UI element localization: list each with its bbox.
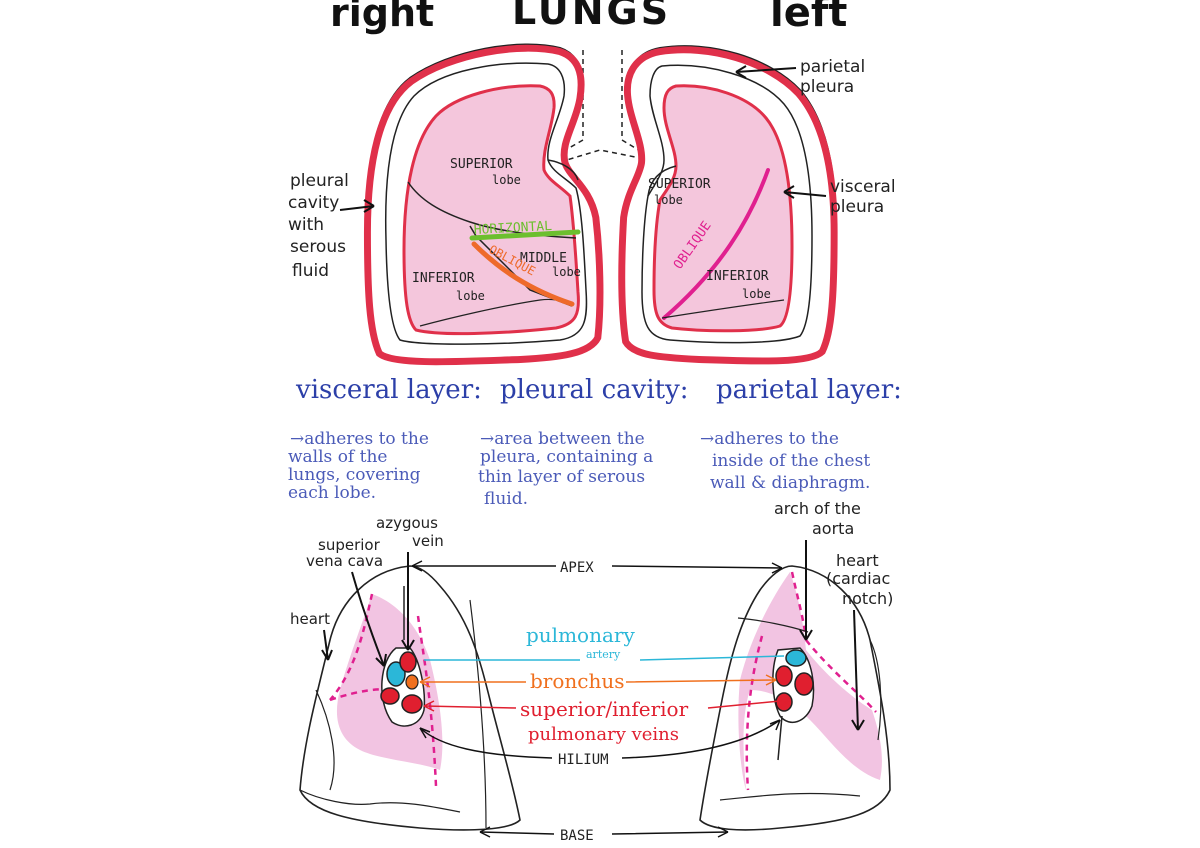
veins-label-1: superior/inferior: [520, 697, 689, 721]
definition-parietal: parietal layer: →adheres to the inside o…: [700, 375, 902, 493]
base-label: BASE: [560, 828, 594, 844]
right-lung-medial-view: [300, 566, 520, 830]
label-text: aorta: [812, 519, 854, 538]
definition-heading: parietal layer:: [716, 375, 902, 405]
label-text: heart: [290, 610, 330, 628]
artery-label: artery: [586, 648, 621, 661]
label-text: INFERIOR: [412, 271, 475, 286]
definition-heading: visceral layer:: [295, 375, 482, 405]
definition-line: wall & diaphragm.: [710, 473, 870, 493]
pulmonary-label: pulmonary: [526, 623, 635, 647]
definition-visceral: visceral layer: →adheres to the walls of…: [288, 375, 482, 503]
bronchus-label: bronchus: [530, 669, 625, 693]
header-left: left: [770, 0, 847, 36]
definition-line: →adheres to the: [700, 429, 839, 449]
definition-line: walls of the: [288, 447, 387, 467]
label-text: parietal: [800, 57, 865, 77]
header-right: right: [330, 0, 434, 35]
label-text: pleura: [800, 77, 854, 97]
left-bronchus: [786, 650, 806, 666]
definition-line: →adheres to the: [290, 429, 429, 449]
label-text: with: [288, 215, 324, 235]
label-text: pleural: [290, 171, 349, 191]
label-text: cavity: [288, 193, 339, 213]
definition-line: each lobe.: [288, 483, 376, 503]
label-text: fluid: [292, 261, 329, 281]
apex-annotation: APEX: [412, 560, 782, 576]
heart-right-label: heart: [290, 610, 332, 660]
label-text: heart: [836, 551, 879, 570]
definition-line: thin layer of serous: [478, 467, 645, 487]
left-vein-1: [795, 673, 813, 695]
left-vein-2: [776, 693, 792, 711]
label-text: arch of the: [774, 499, 861, 518]
definition-line: lungs, covering: [288, 465, 421, 485]
definition-line: →area between the: [480, 429, 645, 449]
label-text: serous: [290, 237, 346, 257]
right-artery: [400, 652, 416, 672]
right-vein-1: [381, 688, 399, 704]
label-text: azygous: [376, 514, 438, 532]
label-text: visceral: [830, 177, 896, 197]
label-text: lobe: [742, 287, 771, 301]
label-text: vena cava: [306, 552, 383, 570]
label-text: vein: [412, 532, 444, 550]
left-artery: [776, 666, 792, 686]
hilium-label: HILIUM: [558, 752, 609, 768]
definition-line: pleura, containing a: [480, 447, 653, 467]
label-text: notch): [842, 589, 893, 608]
header-title: LUNGS: [512, 0, 671, 33]
pleural-cavity-label: pleural cavity with serous fluid: [288, 171, 374, 281]
label-text: lobe: [654, 193, 683, 207]
right-vein-2: [402, 695, 422, 713]
label-text: SUPERIOR: [450, 157, 513, 172]
label-text: (cardiac: [826, 569, 890, 588]
label-text: INFERIOR: [706, 269, 769, 284]
label-text: pleura: [830, 197, 884, 217]
definition-heading: pleural cavity:: [500, 375, 689, 405]
veins-label-2: pulmonary veins: [528, 724, 679, 745]
label-text: lobe: [552, 265, 581, 279]
apex-label: APEX: [560, 560, 594, 576]
right-lung: [366, 45, 600, 362]
label-text: lobe: [456, 289, 485, 303]
label-text: SUPERIOR: [648, 177, 711, 192]
definition-line: inside of the chest: [712, 451, 870, 471]
base-annotation: BASE: [480, 827, 728, 844]
label-text: lobe: [492, 173, 521, 187]
definition-line: fluid.: [484, 489, 528, 509]
definition-pleural-cavity: pleural cavity: →area between the pleura…: [478, 375, 689, 509]
